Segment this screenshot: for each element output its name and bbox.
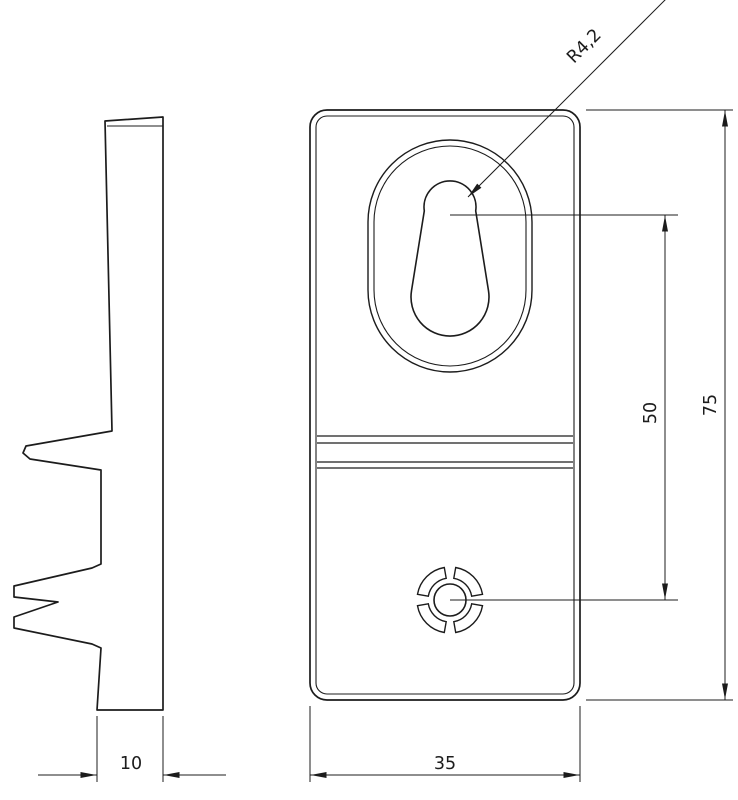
dim-text-hole-spacing: 50 — [641, 402, 661, 424]
keyhole-slot — [410, 180, 490, 337]
rib-lines — [317, 435, 573, 469]
recess-outer-edge — [367, 139, 533, 373]
dim-text-radius: R4,2 — [563, 25, 605, 67]
hole-slot — [452, 566, 484, 598]
dim-text-width: 35 — [434, 754, 456, 774]
recess-inner-edge — [373, 145, 527, 367]
plate-outline — [309, 109, 581, 701]
dim-text-overall-height: 75 — [701, 394, 721, 416]
plate-inner-edge — [315, 115, 575, 695]
side-view-outline — [13, 116, 164, 711]
dimension-lines — [38, 0, 733, 782]
leader-line-radius — [467, 0, 666, 198]
dim-text-thickness: 10 — [120, 754, 142, 774]
front-view — [309, 109, 581, 701]
side-view — [13, 116, 164, 711]
